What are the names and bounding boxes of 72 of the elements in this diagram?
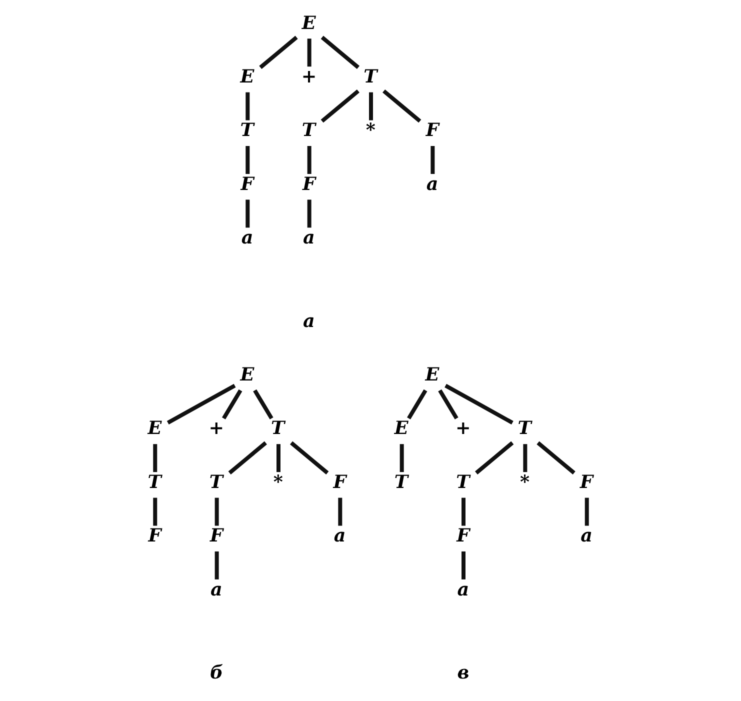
- connector: [536, 441, 575, 474]
- connector: [461, 498, 466, 526]
- node-text: E: [147, 418, 162, 440]
- node-text: F: [240, 174, 254, 195]
- label: а: [302, 310, 314, 332]
- node-text: a: [426, 174, 438, 195]
- connector: [245, 146, 250, 174]
- connector: [258, 36, 298, 69]
- connector: [289, 441, 328, 474]
- node-text: a: [302, 227, 314, 248]
- connector: [368, 92, 372, 120]
- connector: [245, 92, 250, 120]
- node-text: F: [580, 472, 592, 493]
- node-text: E: [240, 66, 254, 88]
- connector: [306, 200, 311, 228]
- label: б: [209, 662, 223, 684]
- node-text: a: [333, 526, 346, 547]
- connector: [461, 551, 466, 580]
- node-text: T: [147, 472, 161, 493]
- node-text: E: [301, 12, 316, 34]
- connector: [438, 389, 458, 420]
- node-text: T: [301, 120, 315, 142]
- node-text: T: [270, 418, 284, 440]
- connector: [320, 89, 359, 123]
- node-text: E: [424, 364, 439, 386]
- connector: [382, 89, 421, 123]
- node-text: *: [272, 472, 282, 493]
- connector: [245, 200, 250, 228]
- connector: [276, 444, 280, 472]
- connector: [228, 441, 266, 474]
- node-text: T: [240, 120, 254, 142]
- node-text: F: [332, 472, 346, 493]
- node-text: F: [302, 174, 315, 195]
- connector: [406, 389, 427, 420]
- connector: [166, 384, 236, 425]
- node-text: F: [148, 526, 161, 547]
- connector: [522, 444, 527, 472]
- connector: [152, 444, 157, 472]
- node-text: *: [520, 472, 530, 493]
- connector: [214, 551, 218, 580]
- connector: [584, 498, 588, 526]
- node-text: a: [456, 579, 469, 600]
- connector: [152, 498, 157, 526]
- connector: [399, 444, 404, 472]
- connector: [306, 38, 311, 67]
- connector: [306, 146, 311, 174]
- node-text: T: [456, 472, 470, 493]
- node-text: a: [210, 579, 222, 600]
- node-text: *: [365, 120, 375, 142]
- node-text: T: [363, 66, 377, 88]
- node-text: F: [456, 526, 470, 547]
- node-text: T: [517, 418, 531, 440]
- connector: [444, 384, 513, 425]
- node-text: E: [240, 364, 254, 386]
- node-text: +: [300, 66, 316, 88]
- node-text: F: [209, 526, 222, 547]
- node-text: +: [208, 418, 224, 440]
- node-text: a: [240, 227, 253, 248]
- connector: [320, 36, 360, 69]
- node-text: T: [394, 472, 408, 493]
- label: в: [456, 662, 469, 684]
- node-text: T: [208, 472, 222, 493]
- connector: [474, 441, 514, 474]
- node-text: a: [580, 526, 592, 547]
- connector: [430, 146, 434, 174]
- connector: [338, 498, 342, 526]
- connector: [214, 498, 218, 526]
- node-text: +: [455, 418, 470, 440]
- node-text: F: [425, 120, 438, 142]
- connector: [252, 389, 273, 420]
- connector: [222, 389, 242, 420]
- node-text: E: [394, 418, 408, 440]
